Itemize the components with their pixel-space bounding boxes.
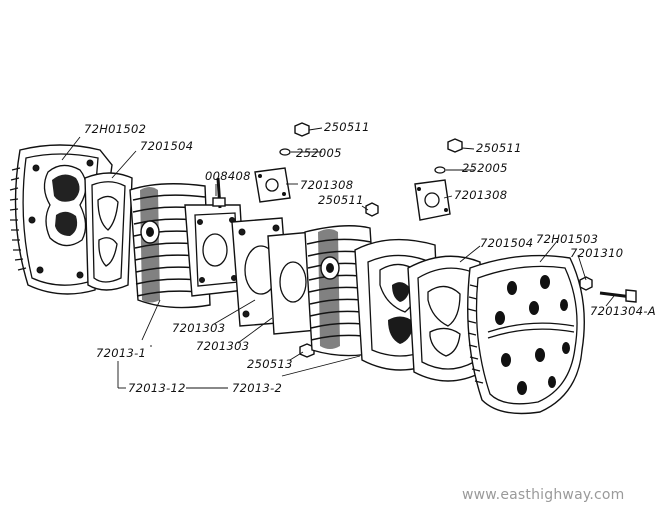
label-7201304-A: 7201304-A	[590, 304, 656, 318]
nuts-washers	[279, 122, 593, 358]
spark-plug	[212, 177, 226, 209]
label-72013-12: 72013-12	[128, 381, 186, 395]
label-72013-2: 72013-2	[232, 381, 282, 395]
label-72013-1: 72013-1	[96, 346, 146, 360]
left-cylinder	[129, 183, 246, 309]
label-252005-b: 252005	[462, 161, 508, 175]
label-252005-a: 252005	[296, 146, 342, 160]
label-250511-a: 250511	[324, 120, 370, 134]
bolt	[599, 289, 637, 303]
label-72H01502: 72H01502	[84, 122, 146, 136]
left-gasket	[84, 172, 133, 291]
leader-lines	[61, 127, 615, 389]
label-250511-b: 250511	[476, 141, 522, 155]
flange-plate-right	[414, 179, 451, 221]
label-250511-mid: 250511	[318, 193, 364, 207]
watermark-text: www.easthighway.com	[462, 487, 624, 503]
label-7201308-b: 7201308	[454, 188, 507, 202]
label-7201504-right: 7201504	[480, 236, 533, 250]
flange-plate-left	[254, 167, 291, 203]
label-7201303-a: 7201303	[172, 321, 225, 335]
label-250513: 250513	[247, 357, 293, 371]
label-008408: 008408	[205, 169, 251, 183]
label-7201303-b: 7201303	[196, 339, 249, 353]
label-7201308-a: 7201308	[300, 178, 353, 192]
label-72H01503: 72H01503	[536, 232, 598, 246]
label-7201310: 7201310	[570, 246, 623, 260]
right-head-cover	[467, 254, 585, 415]
label-7201504-left: 7201504	[140, 139, 193, 153]
right-gasket	[407, 255, 483, 382]
